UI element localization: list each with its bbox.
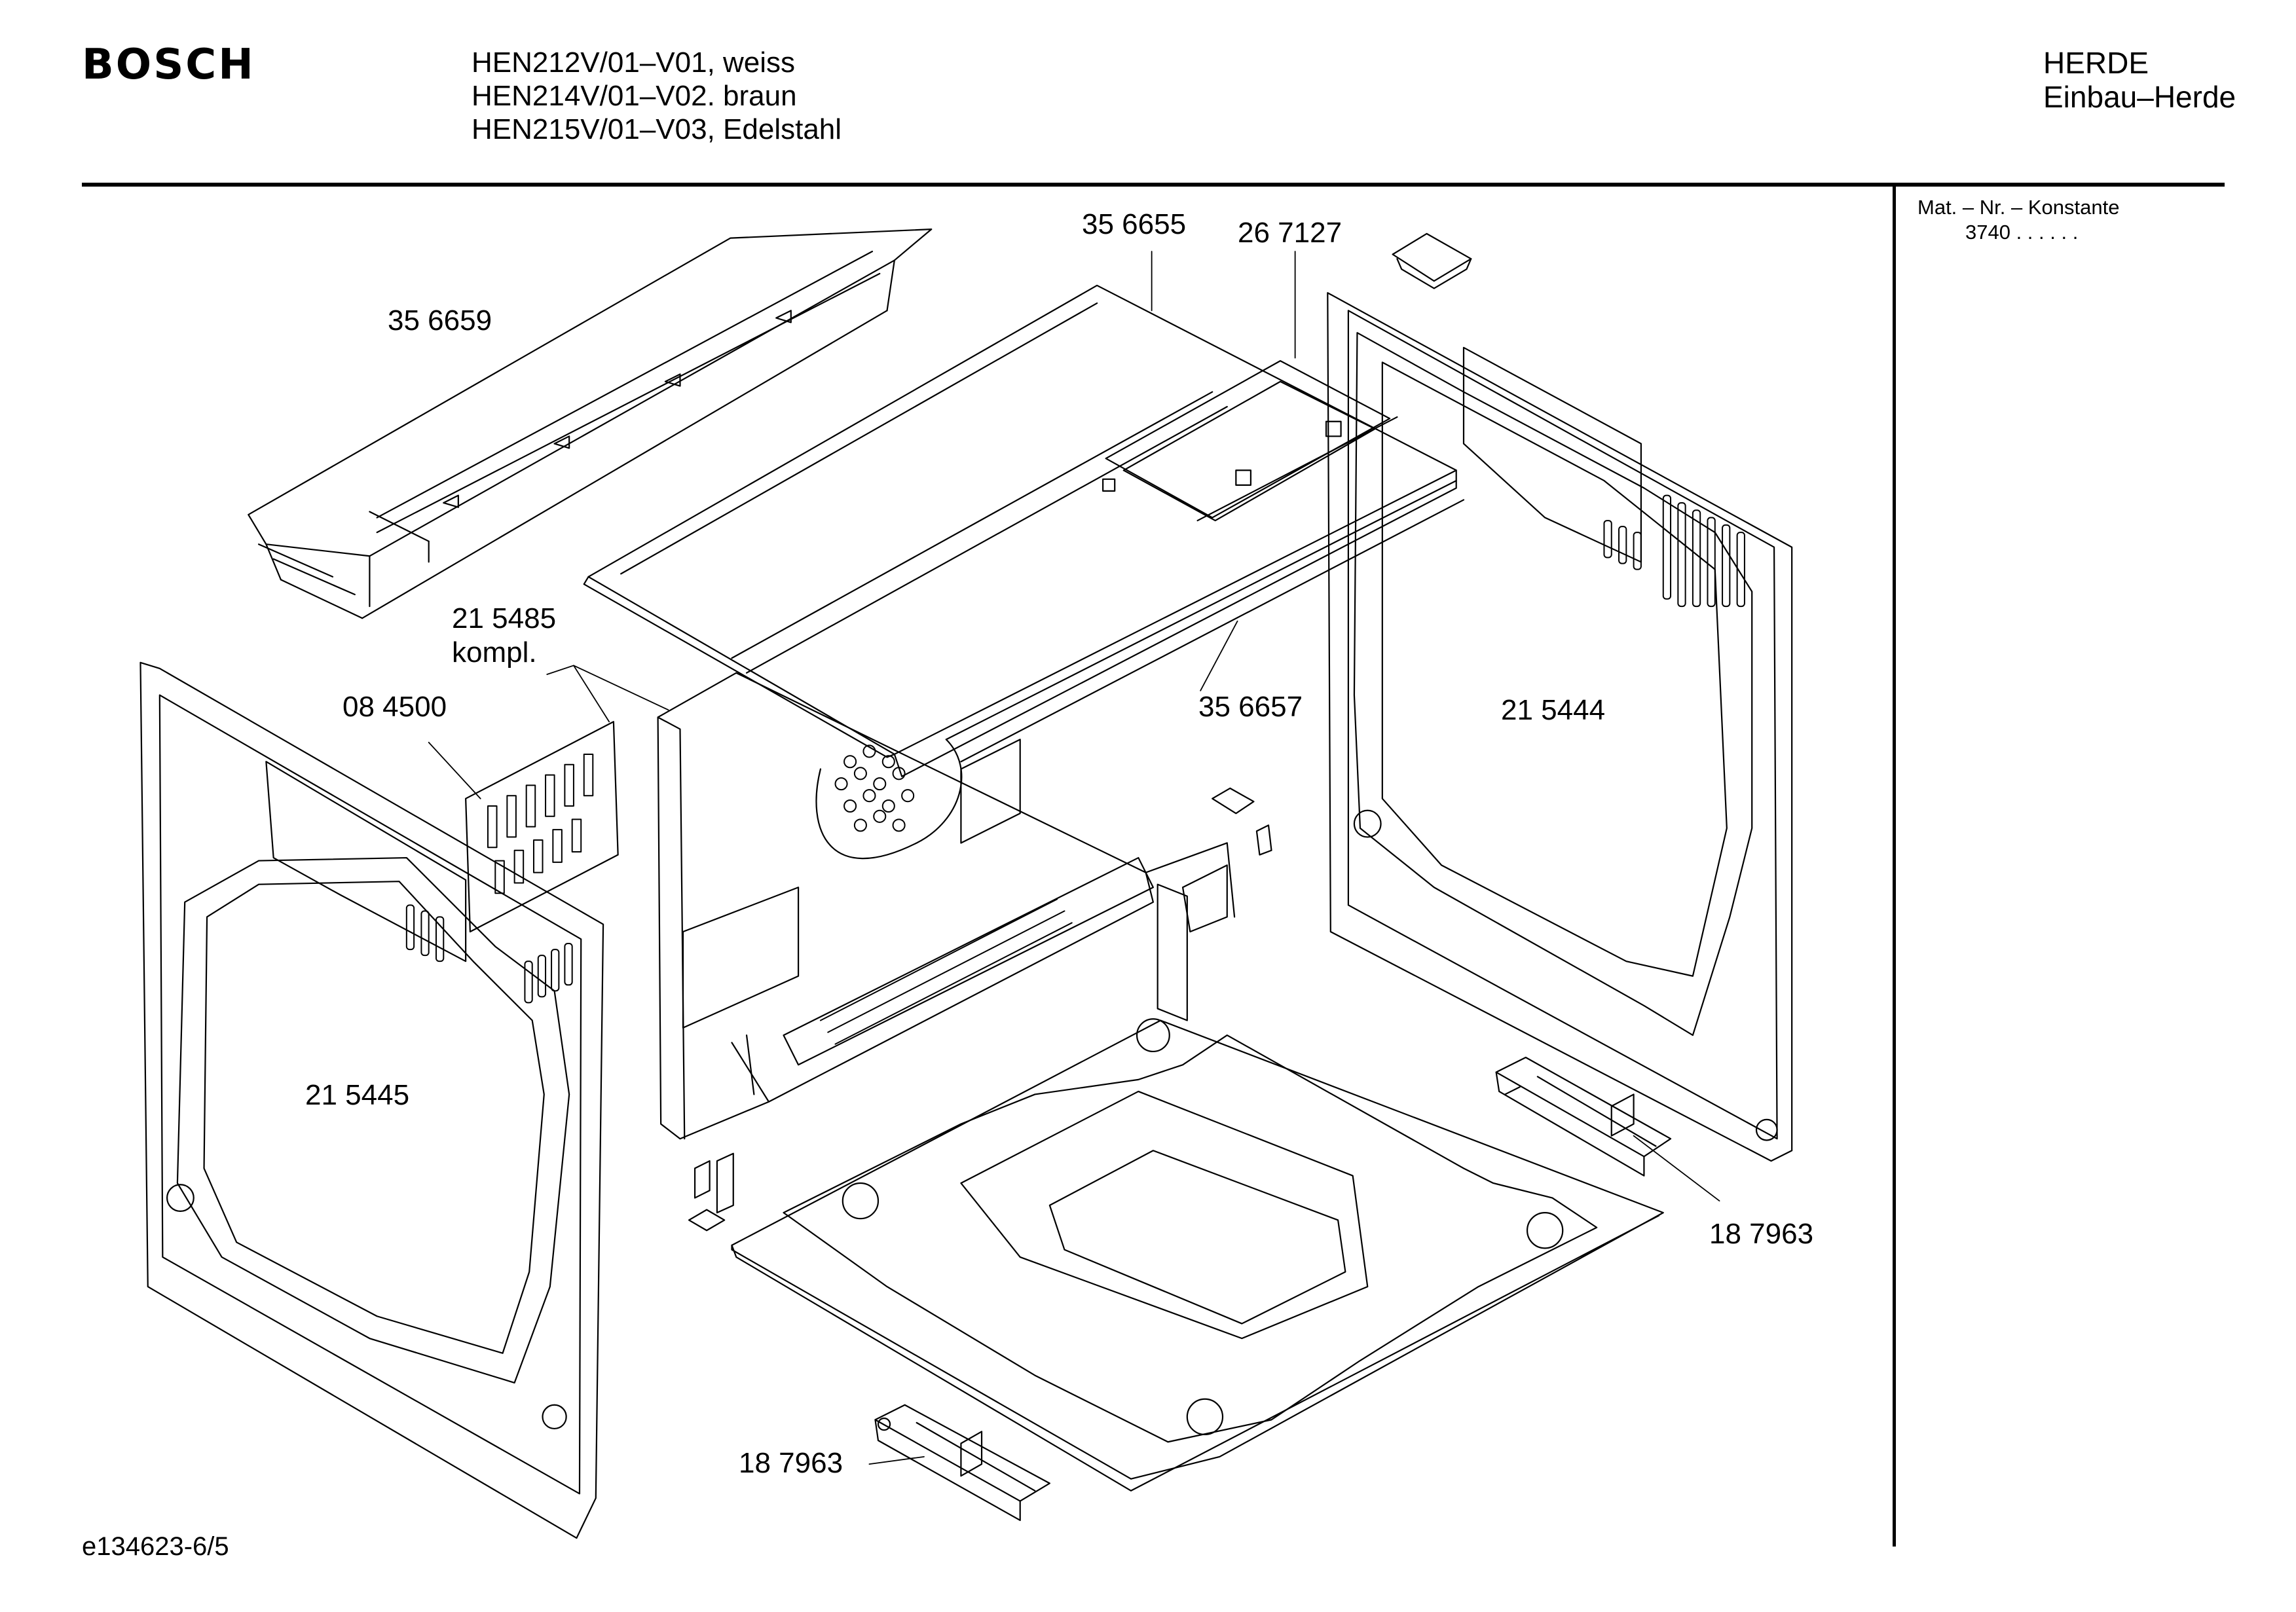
oven-hinge-bottom-part — [875, 1405, 1049, 1520]
category-block: HERDE Einbau–Herde — [2043, 46, 2236, 114]
material-number-panel: Mat. – Nr. – Konstante 3740 . . . . . . — [1917, 195, 2119, 245]
top-cover-plate — [584, 285, 1464, 777]
material-number-code: 3740 . . . . . . — [1965, 221, 2079, 244]
top-rail-part — [248, 229, 931, 618]
leader-lines — [429, 251, 1720, 1464]
small-clip-part — [1393, 234, 1472, 289]
fan-cover-part — [466, 722, 618, 932]
part-label-215485: 21 5485 — [452, 602, 557, 634]
part-label-215485-note: kompl. — [452, 636, 537, 669]
model-list: HEN212V/01–V01, weiss HEN214V/01–V02. br… — [472, 46, 842, 146]
cooling-flap-part — [1103, 361, 1397, 521]
brand-logo: BOSCH — [82, 41, 255, 89]
model-line-2: HEN214V/01–V02. braun — [472, 80, 797, 112]
oven-floor-part — [731, 843, 1663, 1490]
model-line-1: HEN212V/01–V01, weiss — [472, 46, 796, 79]
part-label-356655: 35 6655 — [1082, 208, 1187, 240]
oven-hinge-right-part — [1496, 1057, 1671, 1176]
back-wall-part — [658, 673, 1153, 1139]
part-label-356659: 35 6659 — [388, 304, 492, 337]
part-label-084500: 08 4500 — [343, 691, 447, 723]
right-side-wall-part — [1327, 293, 1792, 1161]
sidebar-divider — [1893, 185, 1896, 1547]
header-divider — [82, 183, 2225, 187]
document-id: e134623-6/5 — [82, 1532, 229, 1561]
part-label-267127: 26 7127 — [1238, 217, 1342, 249]
part-label-187963-bottom: 18 7963 — [739, 1447, 843, 1479]
category-subtitle: Einbau–Herde — [2043, 80, 2236, 114]
small-bracket-part — [689, 788, 1271, 1230]
left-side-wall-part — [140, 663, 603, 1538]
model-line-3: HEN215V/01–V03, Edelstahl — [472, 113, 842, 145]
category-title: HERDE — [2043, 46, 2149, 80]
part-label-356657: 35 6657 — [1198, 691, 1303, 723]
part-label-187963-right: 18 7963 — [1709, 1218, 1814, 1250]
part-label-215444: 21 5444 — [1501, 694, 1606, 726]
part-label-215445: 21 5445 — [305, 1079, 410, 1111]
material-number-label: Mat. – Nr. – Konstante — [1917, 196, 2120, 219]
